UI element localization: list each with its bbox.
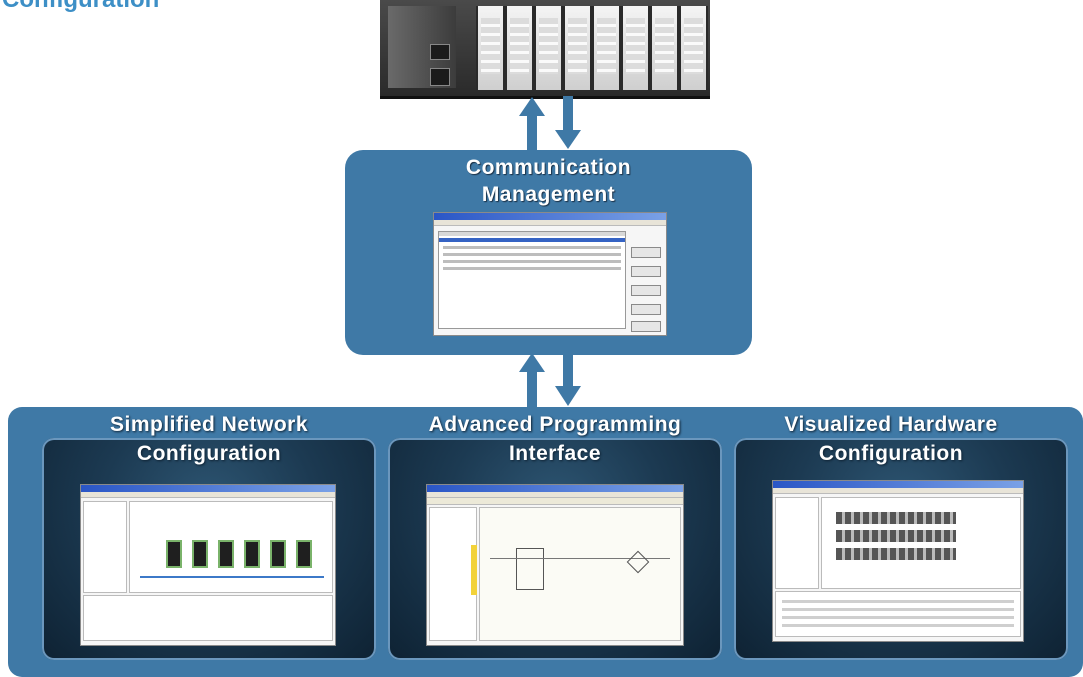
title-line: Simplified Network — [109, 413, 309, 436]
connection-list — [438, 231, 626, 329]
network-configuration-card — [42, 438, 376, 660]
device-node — [270, 540, 286, 568]
io-module — [592, 6, 621, 90]
rack-row — [836, 530, 956, 542]
title-line: Management — [481, 183, 616, 206]
plc-hardware-image — [380, 0, 710, 99]
communication-management-title: Communication Management — [345, 154, 752, 208]
page-title: k Configuration — [0, 0, 159, 14]
card-title-network: Simplified Network Configuration — [42, 410, 376, 468]
programming-interface-screenshot — [426, 484, 684, 646]
window-menubar — [773, 488, 1023, 494]
catalog-tree — [775, 497, 819, 589]
table-row — [782, 624, 1014, 627]
down-arrow-shaft — [563, 354, 573, 390]
dialog-button — [631, 321, 661, 332]
device-node — [296, 540, 312, 568]
down-arrow-icon — [555, 130, 581, 149]
serial-port-icon — [430, 68, 450, 86]
dialog-button — [631, 285, 661, 296]
io-module — [563, 6, 592, 90]
up-arrow-icon — [519, 353, 545, 372]
project-tree — [429, 507, 477, 641]
rung-line — [490, 558, 670, 559]
device-node — [166, 540, 182, 568]
properties-table — [775, 591, 1021, 637]
device-tree — [83, 501, 127, 593]
window-titlebar — [773, 481, 1023, 488]
list-item-selected — [439, 238, 625, 242]
device-node — [244, 540, 260, 568]
table-row — [782, 616, 1014, 619]
network-configuration-screenshot — [80, 484, 336, 646]
table-row — [782, 608, 1014, 611]
dialog-button — [631, 247, 661, 258]
title-line: Advanced Programming — [428, 413, 682, 436]
list-item — [443, 253, 621, 256]
io-module — [476, 6, 505, 90]
title-line: Communication — [465, 156, 632, 179]
up-arrow-shaft — [527, 366, 537, 410]
dialog-button — [631, 304, 661, 315]
window-titlebar — [427, 485, 683, 492]
network-bus-line — [140, 576, 324, 578]
title-line: Visualized Hardware — [784, 413, 998, 436]
ladder-editor — [479, 507, 681, 641]
title-line: Configuration — [818, 442, 964, 465]
output-panel — [83, 595, 333, 641]
dialog-button — [631, 266, 661, 277]
communication-manager-screenshot — [433, 212, 667, 336]
highlight-bar — [471, 545, 477, 595]
io-module — [650, 6, 679, 90]
toolbar — [427, 498, 683, 505]
plc-cpu-module — [388, 6, 456, 88]
io-module — [505, 6, 534, 90]
rack-row — [836, 548, 956, 560]
hardware-configuration-screenshot — [772, 480, 1024, 642]
window-titlebar — [434, 213, 666, 220]
list-header — [439, 232, 625, 236]
io-module — [534, 6, 563, 90]
window-titlebar — [81, 485, 335, 492]
window-menubar — [434, 220, 666, 226]
window-menubar — [427, 492, 683, 498]
window-menubar — [81, 492, 335, 498]
title-line: Configuration — [136, 442, 282, 465]
up-arrow-icon — [519, 97, 545, 116]
title-line: Interface — [508, 442, 602, 465]
device-node — [218, 540, 234, 568]
list-item — [443, 246, 621, 249]
hardware-configuration-card — [734, 438, 1068, 660]
io-module — [679, 6, 708, 90]
network-canvas — [129, 501, 333, 593]
card-title-programming: Advanced Programming Interface — [388, 410, 722, 468]
device-node — [192, 540, 208, 568]
down-arrow-icon — [555, 386, 581, 406]
communication-management-box: Communication Management — [345, 150, 752, 355]
list-item — [443, 260, 621, 263]
list-item — [443, 267, 621, 270]
ethernet-port-icon — [430, 44, 450, 60]
io-module — [621, 6, 650, 90]
rack-canvas — [821, 497, 1021, 589]
table-row — [782, 600, 1014, 603]
down-arrow-shaft — [563, 96, 573, 134]
rack-row — [836, 512, 956, 524]
up-arrow-shaft — [527, 112, 537, 152]
function-block — [516, 548, 544, 590]
coil-element — [626, 550, 650, 574]
programming-interface-card — [388, 438, 722, 660]
card-title-hardware: Visualized Hardware Configuration — [724, 410, 1058, 468]
